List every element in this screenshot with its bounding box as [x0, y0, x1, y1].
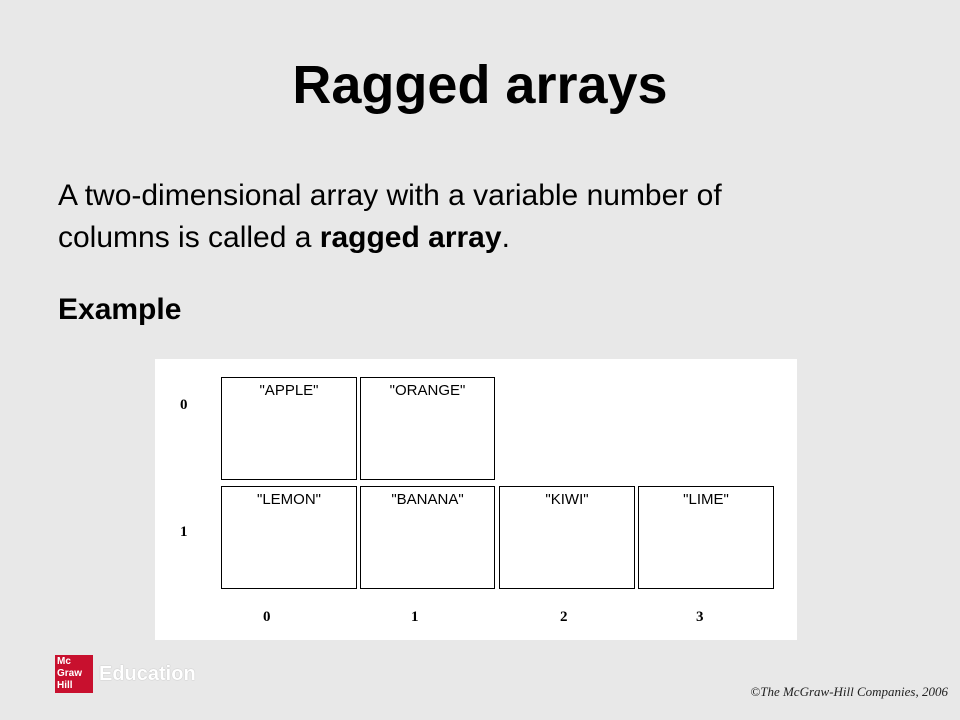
mcgraw-hill-mark: Mc Graw Hill	[55, 655, 93, 693]
column-label: 2	[560, 609, 568, 625]
definition-line-2-prefix: columns is called a	[58, 221, 320, 254]
logo-mark-line: Graw	[57, 668, 83, 679]
logo-mark-line: Hill	[57, 680, 73, 691]
definition-line-1: A two-dimensional array with a variable …	[58, 179, 722, 212]
array-cell: "ORANGE"	[360, 377, 495, 480]
mcgraw-hill-logo: Mc Graw Hill Education	[55, 655, 196, 693]
array-cell: "BANANA"	[360, 486, 495, 589]
array-cell: "KIWI"	[499, 486, 635, 589]
column-label: 3	[696, 609, 704, 625]
definition-line-2-suffix: .	[501, 221, 510, 254]
ragged-array-diagram: 0 1 "APPLE" "ORANGE" "LEMON" "BANANA" "K…	[155, 359, 797, 640]
column-label: 1	[411, 609, 419, 625]
ragged-array-term: ragged array	[319, 221, 502, 254]
education-wordmark: Education	[99, 662, 196, 685]
copyright-notice: ©The McGraw-Hill Companies, 2006	[750, 684, 948, 699]
column-label: 0	[263, 609, 271, 625]
array-cell: "LIME"	[638, 486, 774, 589]
definition-line-2: columns is called a ragged array.	[58, 217, 898, 259]
definition-text: A two-dimensional array with a variable …	[58, 175, 898, 259]
example-heading: Example	[58, 293, 182, 326]
row-label: 0	[180, 397, 188, 413]
array-cell: "LEMON"	[221, 486, 357, 589]
array-cell: "APPLE"	[221, 377, 357, 480]
logo-mark-line: Mc	[57, 656, 71, 667]
row-label: 1	[180, 524, 188, 540]
slide-title: Ragged arrays	[292, 55, 668, 115]
